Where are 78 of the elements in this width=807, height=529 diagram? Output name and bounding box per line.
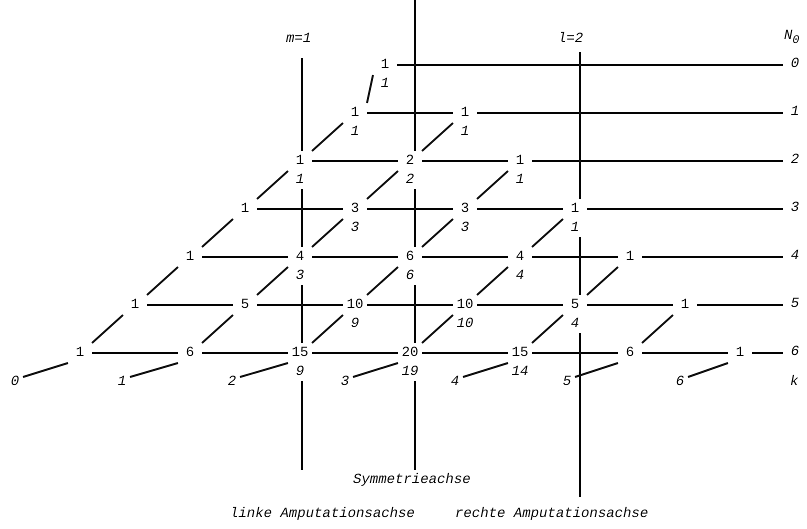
connector-line (256, 170, 289, 200)
connector-line (22, 362, 68, 378)
connector-line (421, 218, 454, 248)
axis-label: k (790, 374, 798, 390)
connector-line (532, 256, 618, 258)
connector-line (532, 352, 618, 354)
count-number: 4 (294, 247, 306, 267)
connector-line (92, 352, 178, 354)
connector-line (130, 362, 178, 378)
axis-label: rechte Amputationsachse (455, 506, 648, 522)
count-number: 1 (294, 151, 306, 171)
connector-line (397, 64, 783, 66)
connector-line (531, 218, 564, 248)
connector-line (311, 314, 344, 344)
axis-label: m=1 (286, 31, 312, 47)
connector-line (476, 170, 509, 200)
connector-line (574, 362, 618, 378)
count-subnumber: 3 (294, 267, 306, 285)
connector-line (240, 362, 288, 378)
connector-line (462, 362, 508, 378)
count-subnumber: 19 (400, 363, 420, 381)
connector-line (587, 304, 673, 306)
connector-line (147, 304, 233, 306)
connector-line (202, 352, 288, 354)
axis-label: N$_{0}$ (784, 28, 800, 47)
connector-line (312, 256, 398, 258)
connector-line (477, 112, 783, 114)
connector-line (257, 208, 343, 210)
connector-line (532, 160, 783, 162)
connector-line (476, 266, 509, 296)
count-subnumber: 9 (294, 363, 306, 381)
connector-line (366, 266, 399, 296)
connector-line (421, 314, 454, 344)
connector-line (641, 314, 674, 344)
connector-line (367, 112, 453, 114)
connector-line (367, 208, 453, 210)
connector-line (366, 170, 399, 200)
connector-line (201, 314, 234, 344)
connector-line (311, 122, 344, 152)
connector-line (586, 266, 619, 296)
connector-line (202, 256, 288, 258)
axis-label: Symmetrieachse (353, 472, 471, 488)
connector-line (311, 218, 344, 248)
count-subnumber: 4 (568, 315, 582, 333)
axis-label: l=2 (558, 31, 584, 47)
connector-line (312, 160, 398, 162)
connector-line (91, 314, 124, 344)
axis-label: linke Amputationsachse (230, 506, 415, 522)
connector-line (256, 266, 289, 296)
count-subnumber: 1 (568, 219, 582, 237)
connector-line (312, 352, 398, 354)
count-number: 1 (568, 199, 582, 219)
connector-line (257, 304, 343, 306)
count-number: 5 (568, 295, 582, 315)
count-number: 20 (400, 343, 420, 363)
count-number: 2 (404, 151, 416, 171)
connector-line (688, 362, 728, 378)
connector-line (422, 160, 508, 162)
count-number: 15 (290, 343, 310, 363)
count-subnumber: 6 (404, 267, 416, 285)
connector-line (201, 218, 234, 248)
connector-line (477, 208, 563, 210)
connector-line (352, 362, 398, 378)
connector-line (367, 304, 453, 306)
count-number: 6 (404, 247, 416, 267)
count-subnumber: 2 (404, 171, 416, 189)
connector-line (531, 314, 564, 344)
connector-line (366, 74, 374, 104)
connector-line (146, 266, 179, 296)
connector-line (642, 352, 728, 354)
connector-line (697, 304, 783, 306)
connector-line (477, 304, 563, 306)
connector-line (422, 256, 508, 258)
connector-line (642, 256, 783, 258)
connector-line (421, 122, 454, 152)
connector-line (587, 208, 783, 210)
connector-line (422, 352, 508, 354)
connector-line (752, 352, 783, 354)
